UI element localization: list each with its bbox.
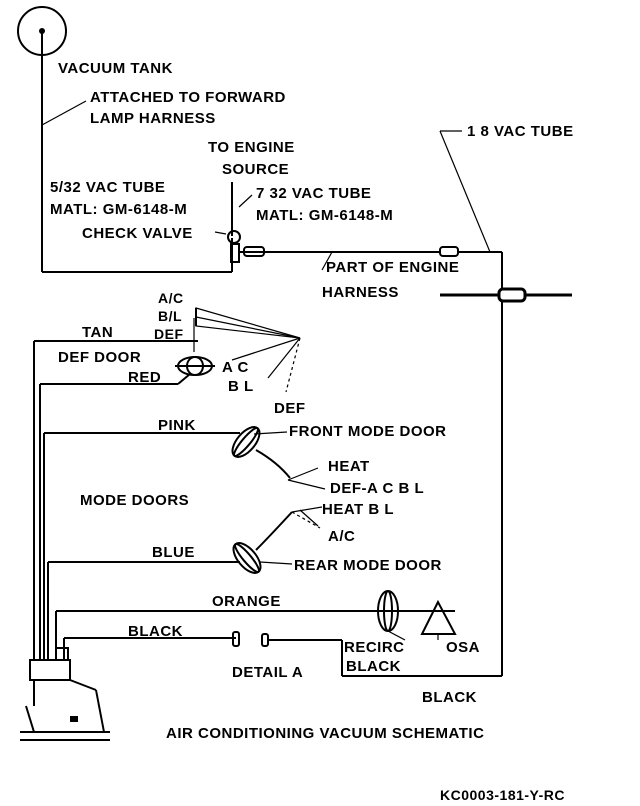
front-mode-door-actuator [43, 426, 326, 660]
rear-mode-door-actuator [47, 506, 323, 660]
ac3-label: A/C [328, 528, 355, 545]
tan-label: TAN [82, 324, 113, 341]
attached-label-2: LAMP HARNESS [90, 110, 216, 127]
ac2-label: A C [222, 359, 249, 376]
def2-label: DEF [274, 400, 306, 417]
blue-label: BLUE [152, 544, 195, 561]
vac-732-label-1: 7 32 VAC TUBE [256, 185, 371, 202]
red-label: RED [128, 369, 161, 386]
check-valve-label: CHECK VALVE [82, 225, 193, 242]
black1-label: BLACK [128, 623, 183, 640]
vacuum-manifold [20, 647, 110, 741]
to-engine-label-1: TO ENGINE [208, 139, 295, 156]
engine-harness-connector [440, 287, 572, 303]
black3-label: BLACK [422, 689, 477, 706]
def-door-actuator [33, 307, 301, 660]
attached-label-1: ATTACHED TO FORWARD [90, 89, 286, 106]
front-mode-door-label: FRONT MODE DOOR [289, 423, 447, 440]
vac-tube-18-leader [439, 130, 491, 253]
recirc-label: RECIRC [344, 639, 405, 656]
figure-code: KC0003-181-Y-RC [440, 787, 565, 803]
vac-tube-18-label: 1 8 VAC TUBE [467, 123, 574, 140]
def-acbl-label: DEF-A C B L [330, 480, 424, 497]
diagram-title: AIR CONDITIONING VACUUM SCHEMATIC [166, 725, 484, 742]
osa-label: OSA [446, 639, 480, 656]
vacuum-tank-label: VACUUM TANK [58, 60, 173, 77]
part-engine-label-2: HARNESS [322, 284, 399, 301]
bl-label: B/L [158, 308, 182, 324]
vac-732-label-2: MATL: GM-6148-M [256, 207, 393, 224]
ac-label: A/C [158, 290, 184, 306]
heat-bl-label: HEAT B L [322, 501, 394, 518]
orange-label: ORANGE [212, 593, 281, 610]
rear-mode-door-label: REAR MODE DOOR [294, 557, 442, 574]
def-label: DEF [154, 326, 184, 342]
check-valve-assembly [214, 182, 503, 676]
bl2-label: B L [228, 378, 254, 395]
mode-doors-label: MODE DOORS [80, 492, 189, 509]
vac-532-label-2: MATL: GM-6148-M [50, 201, 187, 218]
pink-label: PINK [158, 417, 196, 434]
def-door-label: DEF DOOR [58, 349, 141, 366]
vac-532-label-1: 5/32 VAC TUBE [50, 179, 165, 196]
heat-label: HEAT [328, 458, 370, 475]
black-line-detail-a [63, 631, 502, 677]
part-engine-label-1: PART OF ENGINE [326, 259, 459, 276]
to-engine-label-2: SOURCE [222, 161, 289, 178]
black2-label: BLACK [346, 658, 401, 675]
detail-a-label: DETAIL A [232, 664, 303, 681]
